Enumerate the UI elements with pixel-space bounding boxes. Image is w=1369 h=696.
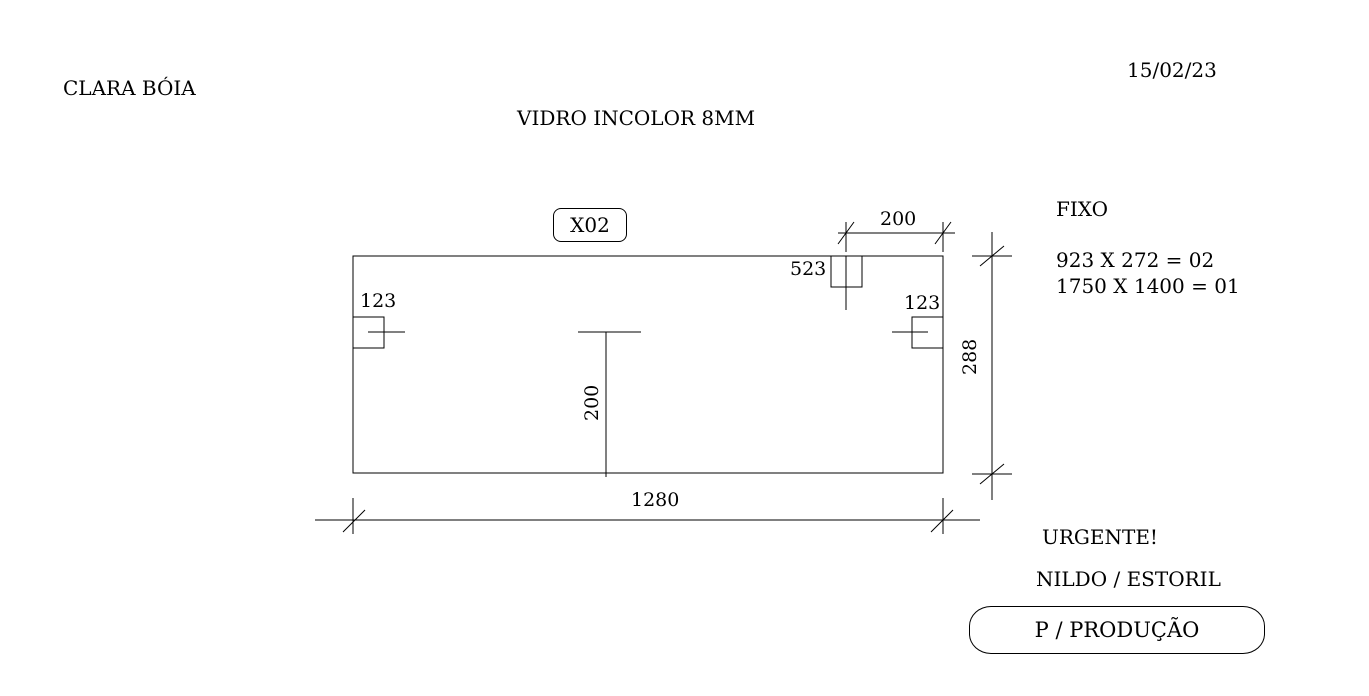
left-hole-offset-label: 123: [360, 290, 397, 312]
piece-tag: X02: [553, 208, 627, 242]
material-title: VIDRO INCOLOR 8MM: [517, 106, 756, 130]
urgent-label: URGENTE!: [1042, 525, 1158, 549]
glass-panel-outline: [352, 255, 944, 474]
right-hole-offset-label: 123: [904, 292, 941, 314]
order-date: 15/02/23: [1127, 58, 1217, 82]
notch-offset-label: 523: [790, 258, 827, 280]
client-name: CLARA BÓIA: [63, 76, 196, 100]
production-stage-label: P / PRODUÇÃO: [969, 606, 1265, 654]
installer-label: NILDO / ESTORIL: [1036, 567, 1221, 591]
quantity-line-1: 923 X 272 = 02: [1056, 248, 1215, 272]
dim-top-right-label: 200: [880, 208, 917, 230]
dim-height-label: 288: [959, 338, 981, 375]
dim-width-label: 1280: [631, 489, 680, 511]
quantity-line-2: 1750 X 1400 = 01: [1056, 274, 1240, 298]
glass-type-label: FIXO: [1056, 197, 1109, 221]
dim-center-vertical-label: 200: [581, 384, 603, 421]
